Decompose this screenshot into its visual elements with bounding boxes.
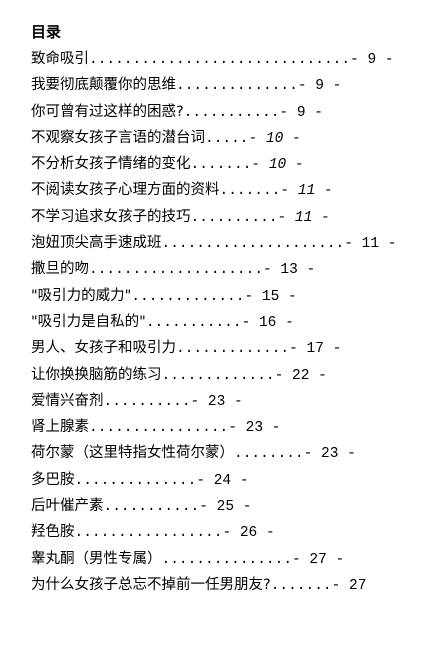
toc-entry-page-number: - 17 - — [289, 341, 342, 358]
toc-entry: 睾丸酮（男性专属）...............- 27 - — [31, 546, 431, 572]
toc-entry-leader: ..... — [205, 130, 249, 147]
toc-entry: 不观察女孩子言语的潜台词.....- 10 - — [31, 125, 431, 151]
toc-entry-leader: ............. — [161, 367, 275, 384]
toc-entry-leader: ................ — [89, 420, 229, 437]
toc-entry-leader: ........... — [103, 499, 200, 516]
toc-entry-leader: .............................. — [89, 52, 351, 68]
toc-entry-page-number: - 15 - — [244, 288, 297, 305]
toc-entry: "吸引力是自私的"...........- 16 - — [31, 309, 431, 335]
toc-entry-page-number: - 11 - — [344, 236, 397, 253]
toc-entry: 我要彻底颠覆你的思维..............- 9 - — [31, 72, 431, 98]
toc-entry-title: 睾丸酮（男性专属） — [31, 550, 162, 567]
toc-entry: 致命吸引..............................- 9 - — [31, 46, 431, 72]
toc-entry-page-number: - 10 - — [248, 130, 301, 147]
toc-entry-title: 为什么女孩子总忘不掉前一任男朋友? — [31, 576, 271, 593]
toc-entry: 不学习追求女孩子的技巧..........- 11 - — [31, 204, 431, 230]
toc-entry-leader: ........... — [183, 104, 280, 121]
toc-entry-leader: ........... — [145, 314, 242, 331]
toc-entry-title: 爱情兴奋剂 — [31, 392, 104, 409]
toc-entry-leader: .............. — [176, 78, 298, 95]
toc-entry: 男人、女孩子和吸引力.............- 17 - — [31, 335, 431, 361]
toc-entry-title: 让你换换脑筋的练习 — [31, 366, 162, 383]
toc-entry-leader: ............. — [131, 288, 245, 305]
toc-entry: 肾上腺素................- 23 - — [31, 414, 431, 440]
toc-entry: 为什么女孩子总忘不掉前一任男朋友?.......- 27 — [31, 572, 431, 598]
toc-entry-page-number: - 27 - — [292, 551, 345, 568]
toc-entry-leader: ....... — [270, 577, 332, 594]
toc-entry-page-number: - 16 - — [241, 314, 294, 331]
toc-entry: 泡妞顶尖高手速成班.....................- 11 - — [31, 230, 431, 256]
toc-entry-title: 致命吸引 — [31, 51, 89, 67]
toc-entry-leader: ............. — [176, 341, 290, 358]
toc-entry-leader: .......... — [103, 393, 191, 410]
toc-entry: 荷尔蒙（这里特指女性荷尔蒙）........- 23 - — [31, 440, 431, 466]
toc-entry-title: 撒旦的吻 — [31, 261, 89, 278]
toc-entry: 后叶催产素...........- 25 - — [31, 493, 431, 519]
toc-entry: 让你换换脑筋的练习.............- 22 - — [31, 362, 431, 388]
toc-entry-page-number: - 27 — [331, 577, 367, 594]
toc-entry: 羟色胺.................- 26 - — [31, 519, 431, 545]
toc-entry-title: 多巴胺 — [31, 471, 75, 488]
toc-entry-title: 肾上腺素 — [31, 419, 89, 436]
toc-entry-leader: .............. — [74, 472, 197, 489]
toc-entry-page-number: - 22 - — [274, 367, 327, 384]
toc-entry-page-number: - 25 - — [199, 499, 252, 516]
toc-entry-title: 我要彻底颠覆你的思维 — [31, 77, 176, 94]
toc-entry: 多巴胺..............- 24 - — [31, 467, 431, 493]
toc-entry-page-number: - 9 - — [297, 78, 342, 95]
toc-entry-title: "吸引力是自私的" — [31, 313, 146, 330]
toc-entry-page-number: - 10 - — [251, 157, 304, 174]
toc-entry-title: "吸引力的威力" — [31, 287, 132, 304]
toc-entry-title: 不观察女孩子言语的潜台词 — [31, 129, 205, 146]
toc-entry-page-number: - 9 - — [350, 52, 394, 68]
toc-entry: 不阅读女孩子心理方面的资料.......- 11 - — [31, 177, 431, 203]
toc-entry-title: 荷尔蒙（这里特指女性荷尔蒙） — [31, 445, 234, 462]
toc-entry-title: 后叶催产素 — [31, 498, 104, 515]
toc-entry-title: 不分析女孩子情绪的变化 — [31, 156, 191, 173]
toc-entry-leader: .................... — [89, 262, 264, 279]
toc-entry-page-number: - 23 - — [190, 393, 243, 410]
toc-entry-leader: .......... — [190, 209, 278, 226]
toc-entry: 你可曾有过这样的困惑?...........- 9 - — [31, 99, 431, 125]
toc-entry-title: 泡妞顶尖高手速成班 — [31, 235, 162, 252]
toc-entry-leader: ............... — [161, 551, 293, 568]
toc-entry: 不分析女孩子情绪的变化.......- 10 - — [31, 151, 431, 177]
toc-entry-leader: ....... — [190, 157, 252, 174]
toc-entry-title: 羟色胺 — [31, 524, 75, 541]
toc-entry-page-number: - 11 - — [277, 209, 330, 226]
toc-entry-page-number: - 23 - — [303, 446, 356, 463]
toc-list: 致命吸引..............................- 9 -我… — [31, 46, 431, 598]
toc-entry-leader: ..................... — [161, 236, 345, 253]
toc-entry-leader: ................. — [74, 525, 223, 542]
toc-entry-page-number: - 11 - — [280, 183, 333, 200]
toc-entry-page-number: - 23 - — [228, 420, 281, 437]
toc-entry-page-number: - 13 - — [263, 262, 316, 279]
toc-title: 目录 — [31, 23, 62, 41]
toc-entry-leader: ........ — [234, 446, 304, 463]
toc-entry-page-number: - 26 - — [222, 525, 275, 542]
toc-entry-page-number: - 24 - — [196, 472, 249, 489]
toc-entry: 撒旦的吻....................- 13 - — [31, 256, 431, 282]
toc-entry-title: 不阅读女孩子心理方面的资料 — [31, 182, 220, 199]
toc-entry-title: 不学习追求女孩子的技巧 — [31, 208, 191, 225]
toc-entry: "吸引力的威力".............- 15 - — [31, 283, 431, 309]
toc-entry-page-number: - 9 - — [279, 104, 323, 121]
toc-entry-title: 你可曾有过这样的困惑? — [31, 103, 184, 120]
toc-entry-leader: ....... — [219, 183, 281, 200]
table-of-contents: 目录 致命吸引..............................- 9… — [31, 20, 431, 598]
toc-entry: 爱情兴奋剂..........- 23 - — [31, 388, 431, 414]
toc-entry-title: 男人、女孩子和吸引力 — [31, 340, 176, 357]
